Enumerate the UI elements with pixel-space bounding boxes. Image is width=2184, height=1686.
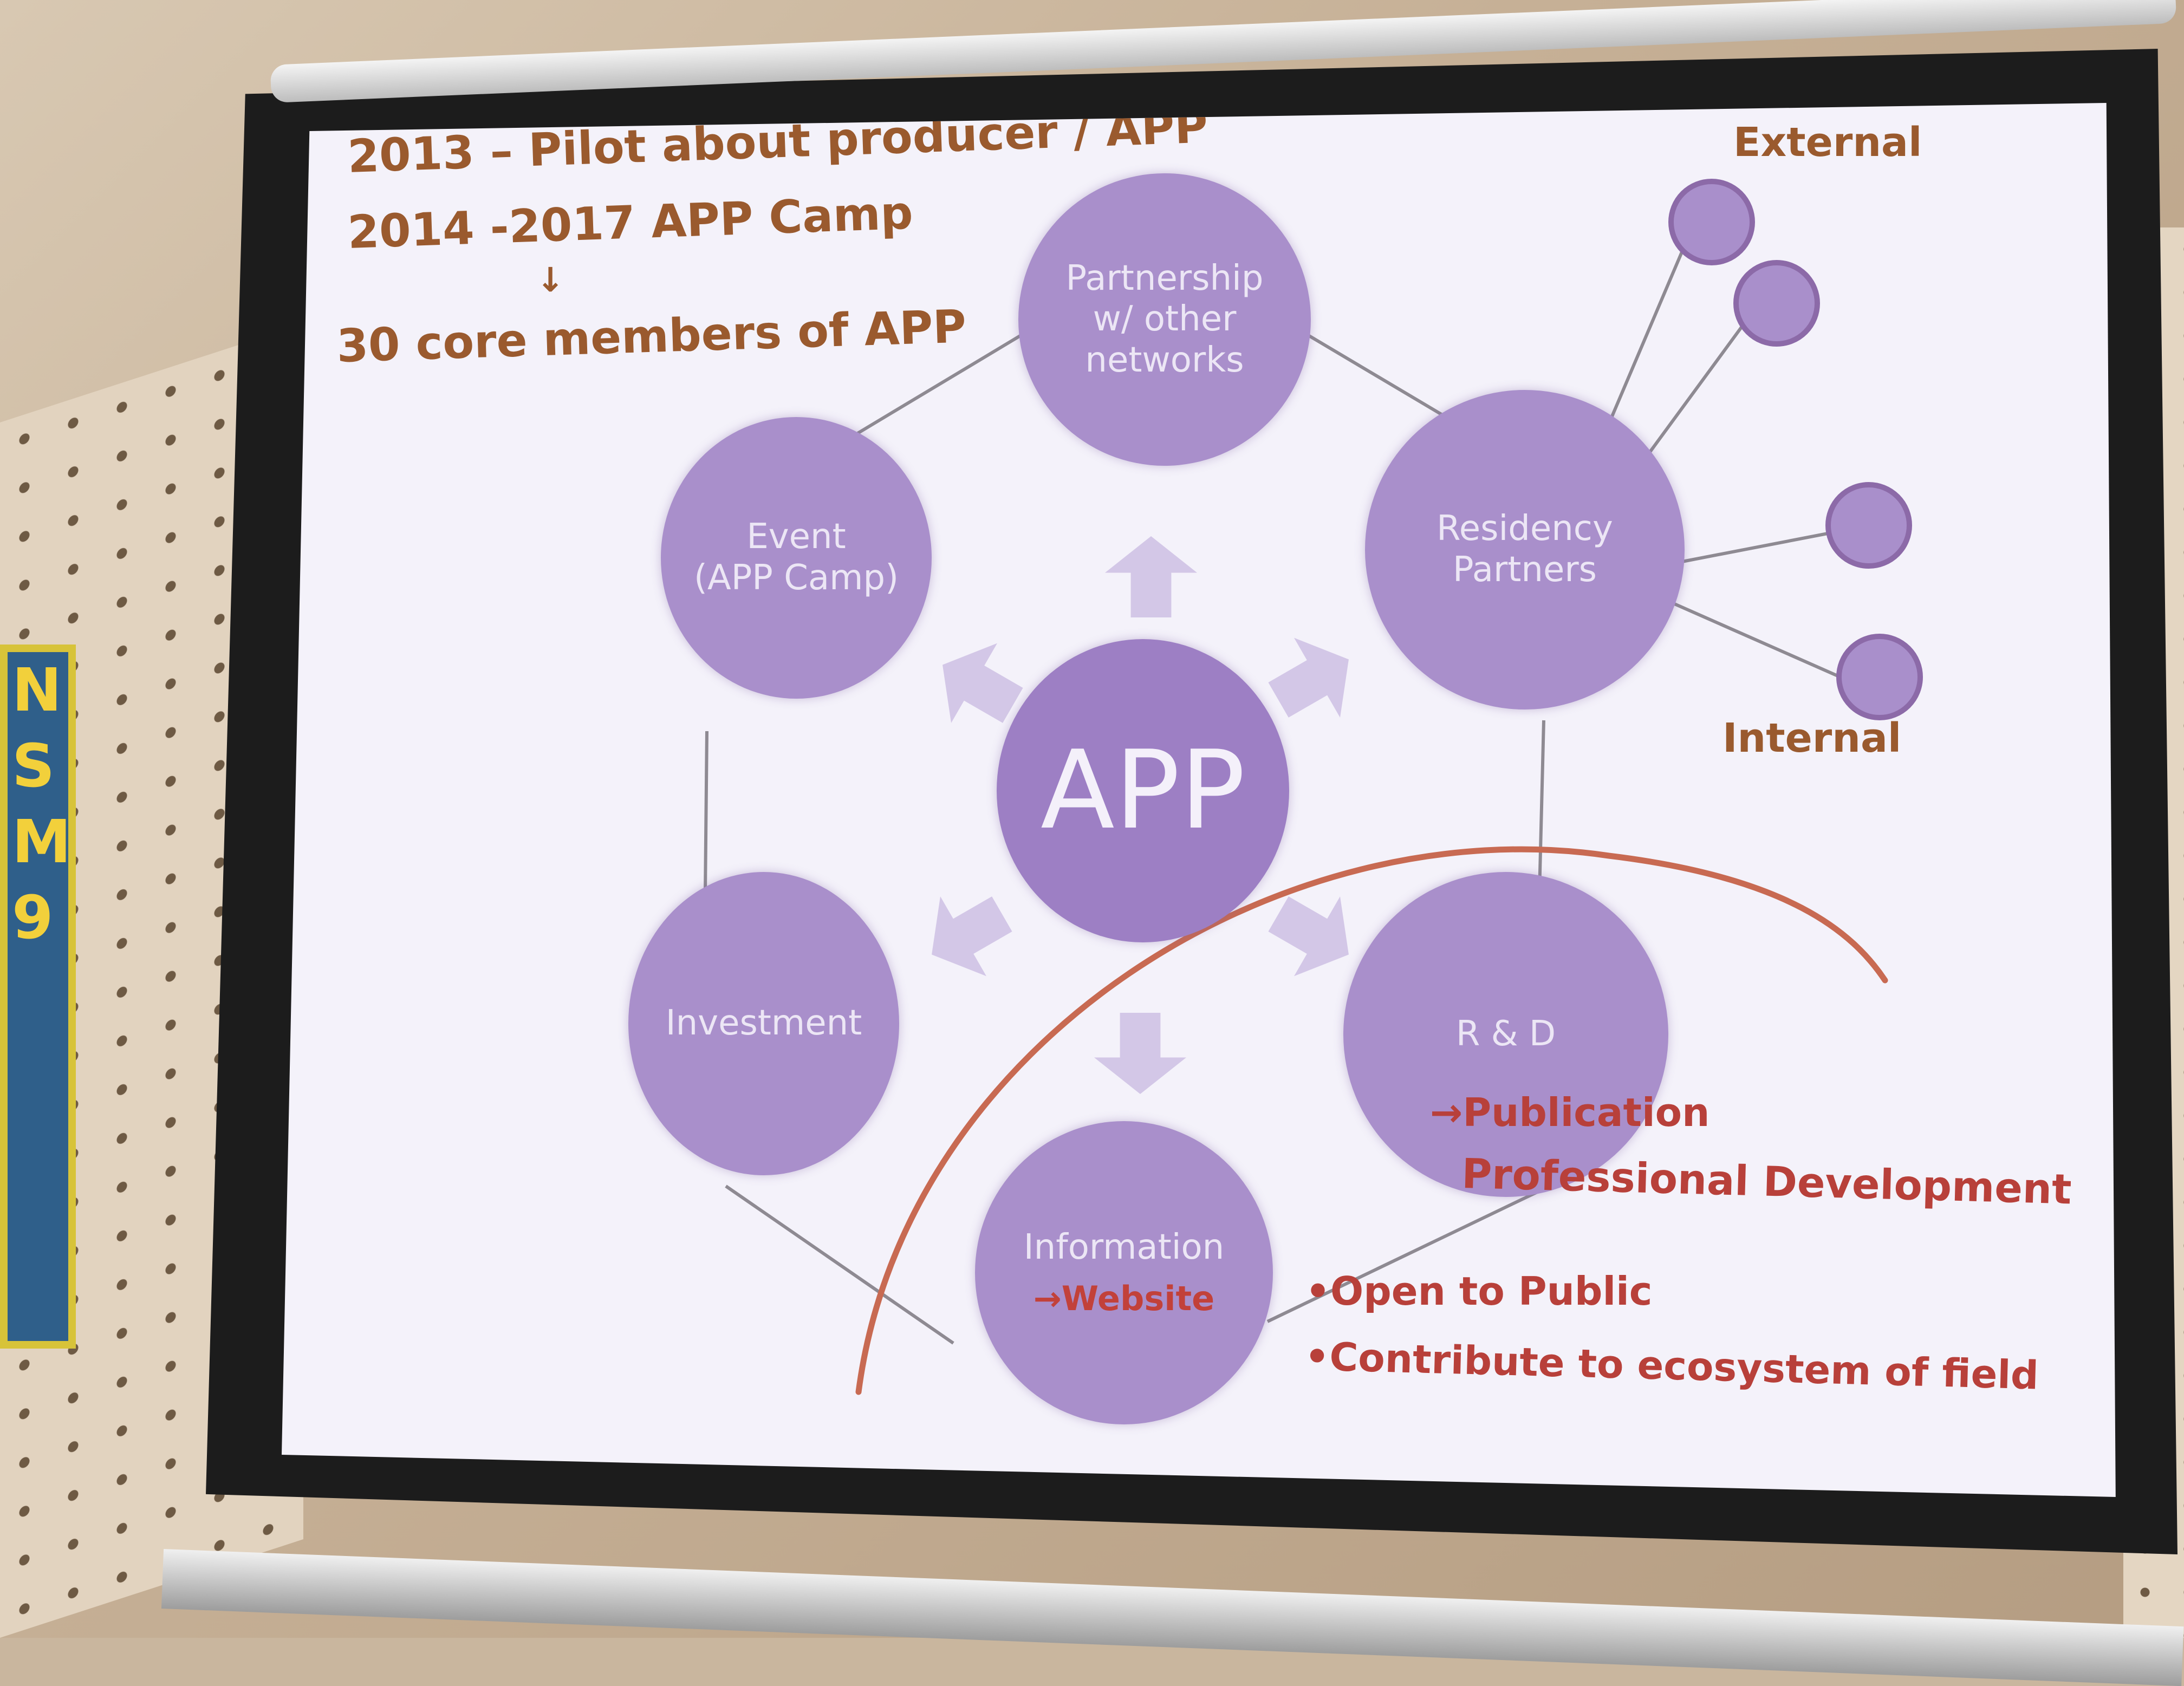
node-residency-line-1: Residency	[1436, 509, 1613, 549]
connector-line	[1596, 232, 1692, 451]
node-residency-line-2: Partners	[1453, 550, 1597, 590]
connector-line	[1634, 308, 1757, 472]
poster-letter: M	[12, 807, 72, 876]
internal-label: Internal	[1722, 715, 1902, 761]
node-center-label: APP	[1040, 727, 1246, 854]
node-rd-label: R & D	[1455, 1014, 1556, 1054]
node-investment-label: Investment	[665, 1003, 862, 1044]
external-partner-node	[1733, 260, 1820, 347]
node-information-label: Information	[1023, 1227, 1225, 1267]
node-investment: Investment	[628, 872, 899, 1175]
connector-line	[1266, 1190, 1539, 1323]
headline-arrow: ↓	[536, 260, 564, 300]
open-public-annotation: •Open to Public	[1305, 1268, 1653, 1314]
external-label: External	[1733, 119, 1922, 166]
node-partnership: Partnership w/ other networks	[1018, 173, 1311, 466]
poster-letter: N	[12, 655, 62, 725]
node-information: Information →Website	[975, 1121, 1273, 1424]
presentation-slide: 2013 – Pilot about producer / APP 2014 -…	[282, 103, 2116, 1497]
node-center-app: APP	[997, 639, 1289, 942]
poster-letter: S	[12, 731, 55, 800]
node-rd: R & D	[1343, 872, 1668, 1197]
node-event-line-2: (APP Camp)	[693, 558, 899, 598]
node-partnership-line-3: networks	[1085, 340, 1244, 380]
node-event: Event (APP Camp)	[661, 417, 932, 699]
internal-partner-node	[1836, 634, 1923, 720]
node-partnership-line-1: Partnership	[1065, 258, 1264, 298]
connector-line	[1667, 600, 1854, 684]
external-partner-node	[1668, 179, 1755, 265]
rd-publication-annotation: →Publication	[1430, 1090, 1710, 1135]
poster-letter: 9	[12, 883, 54, 952]
node-event-line-1: Event	[746, 517, 846, 557]
node-partnership-line-2: w/ other	[1093, 299, 1237, 340]
poster-fragment: N S M 9	[0, 645, 76, 1349]
connector-line	[725, 1184, 954, 1345]
node-residency: Residency Partners	[1365, 390, 1685, 709]
internal-partner-node	[1825, 482, 1912, 569]
orange-arc	[855, 846, 1888, 1395]
connector-line	[1673, 529, 1842, 565]
website-annotation: →Website	[1033, 1279, 1215, 1319]
